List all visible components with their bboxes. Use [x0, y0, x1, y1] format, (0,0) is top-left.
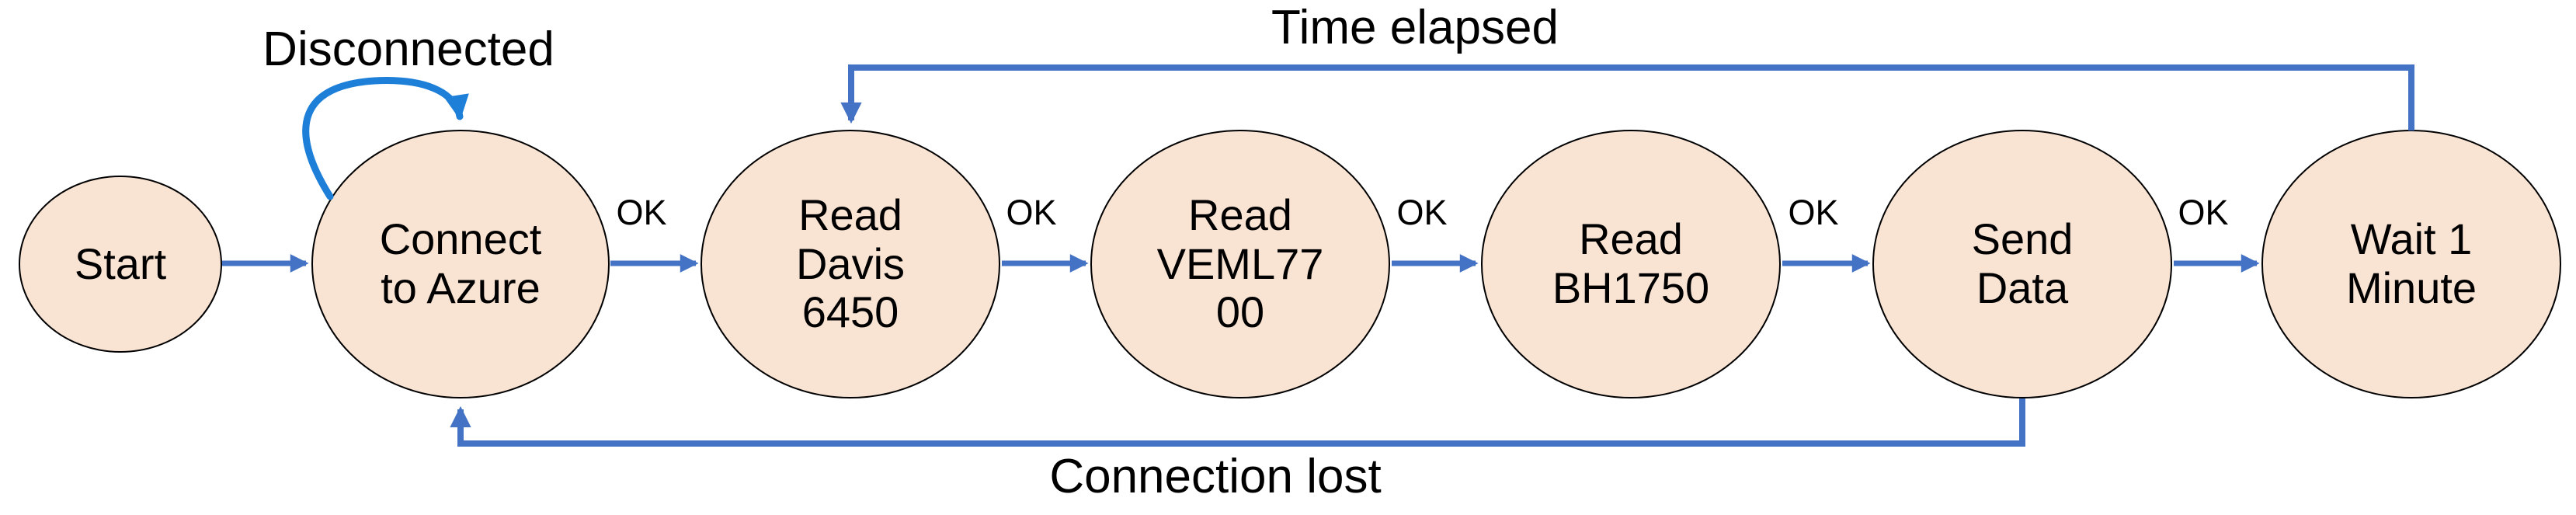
arrow-disconnected-self-loop [302, 77, 469, 200]
state-send-data [1872, 130, 2172, 398]
state-wait-1-minute [2261, 130, 2561, 398]
edge-label-ok-1: OK [616, 193, 667, 232]
edge-label-ok-4: OK [1788, 193, 1839, 232]
state-start [19, 176, 222, 353]
state-read-bh1750 [1481, 130, 1781, 398]
edge-label-connection-lost: Connection lost [1049, 450, 1382, 503]
edge-label-disconnected: Disconnected [262, 23, 554, 76]
arrow-connection-lost [450, 398, 2025, 447]
edge-label-ok-5: OK [2178, 193, 2229, 232]
edge-label-ok-3: OK [1396, 193, 1448, 232]
edge-label-ok-2: OK [1006, 193, 1057, 232]
state-connect-to-azure [311, 130, 610, 398]
edge-label-time-elapsed: Time elapsed [1271, 1, 1559, 54]
state-read-veml7700 [1090, 130, 1390, 398]
state-read-davis-6450 [700, 130, 1000, 398]
arrow-time-elapsed [840, 64, 2414, 130]
